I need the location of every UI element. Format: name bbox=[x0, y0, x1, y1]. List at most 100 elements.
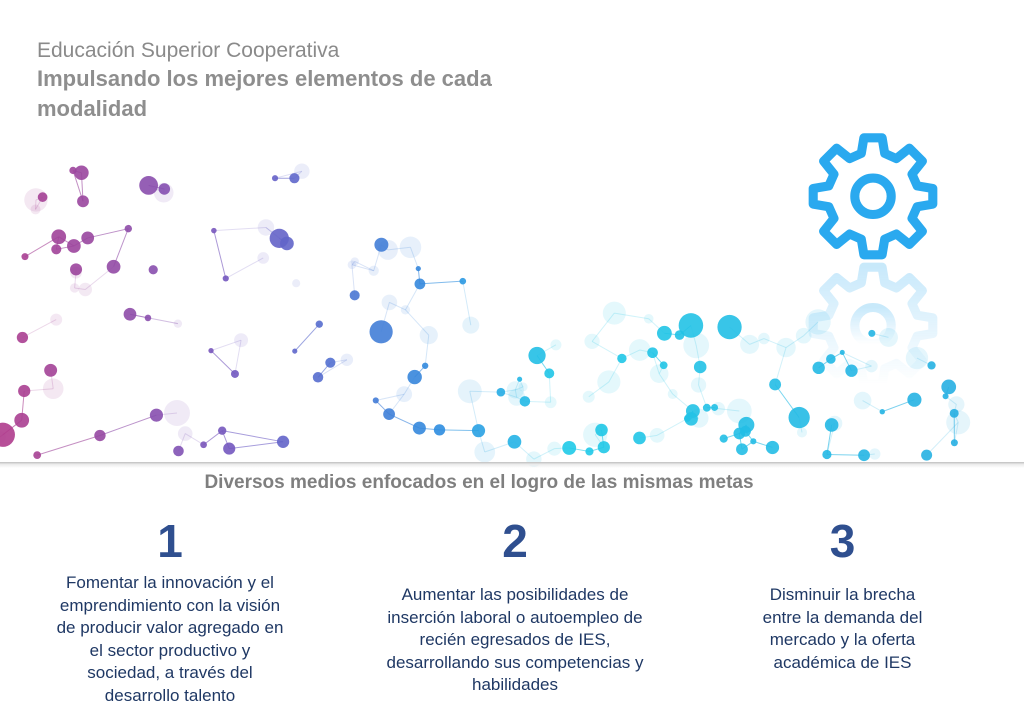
network-node bbox=[78, 282, 93, 297]
network-node bbox=[396, 386, 413, 403]
network-link bbox=[147, 317, 178, 325]
network-node bbox=[69, 283, 80, 293]
goal-number: 3 bbox=[829, 515, 856, 567]
network-link bbox=[351, 264, 374, 272]
network-link bbox=[354, 260, 374, 272]
network-node bbox=[656, 325, 672, 341]
network-link bbox=[294, 323, 320, 352]
network-node bbox=[340, 353, 354, 366]
network-node bbox=[67, 239, 81, 253]
network-node bbox=[24, 188, 48, 212]
network-node bbox=[550, 339, 562, 351]
page-title: Educación Superior Cooperativa bbox=[37, 39, 340, 62]
network-node bbox=[433, 424, 446, 436]
network-node bbox=[683, 415, 691, 422]
network-node bbox=[177, 426, 193, 441]
network-link bbox=[591, 340, 623, 359]
network-link bbox=[785, 335, 804, 348]
network-link bbox=[698, 384, 708, 408]
network-node bbox=[81, 231, 95, 245]
title-block: Educación Superior Cooperativa Impulsand… bbox=[37, 38, 597, 124]
network-node bbox=[16, 331, 29, 344]
network-node bbox=[211, 227, 217, 234]
goal-text-line: Fomentar la innovación y el bbox=[66, 573, 274, 592]
network-node bbox=[74, 165, 89, 180]
network-node bbox=[683, 332, 710, 359]
network-node bbox=[223, 442, 236, 455]
network-node bbox=[70, 263, 83, 276]
network-link bbox=[351, 264, 356, 296]
network-node bbox=[368, 265, 379, 276]
goal-text-line: habilidades bbox=[471, 675, 558, 694]
network-node bbox=[585, 447, 594, 456]
section-title: Diversos medios enfocados en el logro de… bbox=[204, 472, 754, 493]
network-node bbox=[271, 175, 279, 182]
network-node bbox=[865, 359, 878, 373]
network-link bbox=[317, 359, 348, 378]
network-node bbox=[312, 372, 324, 383]
network-node bbox=[292, 348, 298, 354]
network-node bbox=[869, 448, 881, 460]
network-node bbox=[667, 389, 678, 400]
network-node bbox=[407, 369, 422, 385]
network-node bbox=[719, 434, 728, 443]
network-node bbox=[289, 173, 300, 184]
network-node bbox=[18, 384, 31, 398]
page-subtitle-line1: Impulsando los mejores elementos de cada bbox=[37, 66, 492, 91]
goal-2: 2 Aumentar las posibilidades de inserció… bbox=[360, 515, 670, 697]
network-node bbox=[562, 440, 577, 455]
network-node bbox=[949, 408, 959, 418]
network-node bbox=[164, 400, 190, 426]
network-node bbox=[347, 260, 357, 270]
network-link bbox=[774, 347, 787, 385]
network-node bbox=[507, 434, 522, 449]
network-link bbox=[22, 319, 57, 338]
gear-reflection bbox=[808, 262, 938, 389]
network-node bbox=[280, 236, 294, 251]
network-node bbox=[758, 332, 770, 345]
network-node bbox=[144, 314, 152, 322]
network-link bbox=[99, 414, 157, 436]
network-node bbox=[907, 392, 922, 407]
network-node bbox=[733, 427, 746, 440]
network-node bbox=[496, 387, 506, 397]
network-node bbox=[30, 204, 41, 215]
network-node bbox=[643, 313, 654, 324]
network-node bbox=[276, 435, 290, 448]
network-node bbox=[927, 361, 936, 370]
network-link bbox=[210, 350, 236, 375]
network-node bbox=[173, 445, 184, 457]
network-node bbox=[234, 333, 249, 348]
network-node bbox=[750, 438, 757, 445]
network-node bbox=[457, 379, 482, 404]
network-link bbox=[926, 422, 959, 456]
network-node bbox=[941, 379, 957, 395]
network-node bbox=[584, 333, 600, 350]
network-node bbox=[350, 257, 359, 266]
network-node bbox=[94, 429, 106, 442]
network-node bbox=[315, 320, 323, 328]
network-node bbox=[50, 313, 63, 326]
network-node bbox=[519, 396, 531, 407]
network-link bbox=[213, 230, 227, 279]
network-link bbox=[658, 373, 674, 395]
goal-text-line: Disminuir la brecha bbox=[769, 585, 916, 604]
goal-text-line: inserción laboral o autoempleo de bbox=[387, 607, 643, 627]
network-node bbox=[597, 370, 621, 394]
network-node bbox=[414, 278, 426, 290]
network-link bbox=[862, 400, 883, 413]
network-node bbox=[702, 403, 711, 412]
network-node bbox=[471, 424, 486, 438]
network-link bbox=[749, 338, 765, 345]
network-node bbox=[222, 275, 229, 282]
network-link bbox=[387, 246, 411, 251]
network-link bbox=[614, 312, 649, 320]
network-node bbox=[853, 391, 872, 410]
network-node bbox=[399, 236, 422, 259]
network-node bbox=[369, 320, 393, 344]
network-node bbox=[70, 266, 82, 279]
network-node bbox=[583, 422, 608, 447]
network-link bbox=[184, 433, 204, 446]
goal-text: Disminuir la brecha entre la demanda del… bbox=[730, 584, 955, 674]
network-node bbox=[0, 422, 15, 447]
